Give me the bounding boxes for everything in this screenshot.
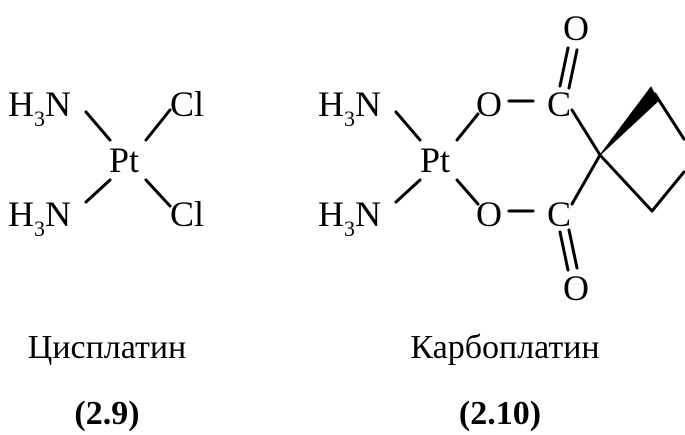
bond-pt-o-top: [455, 112, 480, 142]
bond-c-quaternary-bottom: [570, 153, 602, 206]
bond-pt-cl-top: [144, 108, 172, 142]
carboplatin-amine-top: H3N: [318, 84, 381, 131]
ring-bond-top-right: [653, 92, 685, 141]
bond-pt-cl-bottom: [144, 178, 172, 208]
bond-pt-o-bottom: [455, 178, 480, 206]
ring-bond-bottom-right: [650, 170, 685, 213]
cisplatin-name: Цисплатин: [28, 329, 186, 366]
carboplatin-structure: H3N H3N Pt O O C C O O: [318, 8, 685, 432]
carboplatin-carbon-bottom: C: [547, 194, 571, 234]
carboplatin-carbonyl-oxygen-top: O: [563, 8, 589, 48]
carboplatin-name: Карбоплатин: [410, 329, 599, 366]
carboplatin-amine-bottom: H3N: [318, 194, 381, 241]
bond-c-quaternary-top: [570, 108, 602, 157]
bond-n-pt-top: [84, 110, 112, 142]
cisplatin-structure: H3N H3N Pt Cl Cl Цисплатин (2.9): [8, 84, 204, 432]
bond-n-pt-bottom: [84, 178, 112, 204]
carboplatin-oxygen-bottom: O: [476, 194, 502, 234]
cisplatin-chloride-bottom: Cl: [170, 194, 204, 234]
cisplatin-platinum: Pt: [109, 140, 139, 180]
bond-c-o-double-bottom-2: [567, 228, 579, 270]
bond-c-o-double-top-1: [558, 46, 570, 88]
bond-c-o-double-bottom-1: [558, 230, 570, 272]
wedge-bond: [599, 86, 659, 156]
bond-n-pt-top: [394, 110, 422, 142]
bond-n-pt-bottom: [394, 178, 422, 204]
cisplatin-number: (2.9): [74, 395, 139, 432]
carboplatin-platinum: Pt: [420, 140, 450, 180]
carboplatin-carbonyl-oxygen-bottom: O: [563, 268, 589, 308]
cisplatin-amine-bottom: H3N: [8, 194, 71, 241]
cisplatin-amine-top: H3N: [8, 84, 71, 131]
carboplatin-oxygen-top: O: [476, 84, 502, 124]
carboplatin-carbon-top: C: [547, 84, 571, 124]
cisplatin-chloride-top: Cl: [170, 84, 204, 124]
ring-bond-quaternary-bottom: [598, 153, 654, 213]
carboplatin-number: (2.10): [459, 395, 541, 432]
bond-c-o-double-top-2: [567, 48, 579, 90]
